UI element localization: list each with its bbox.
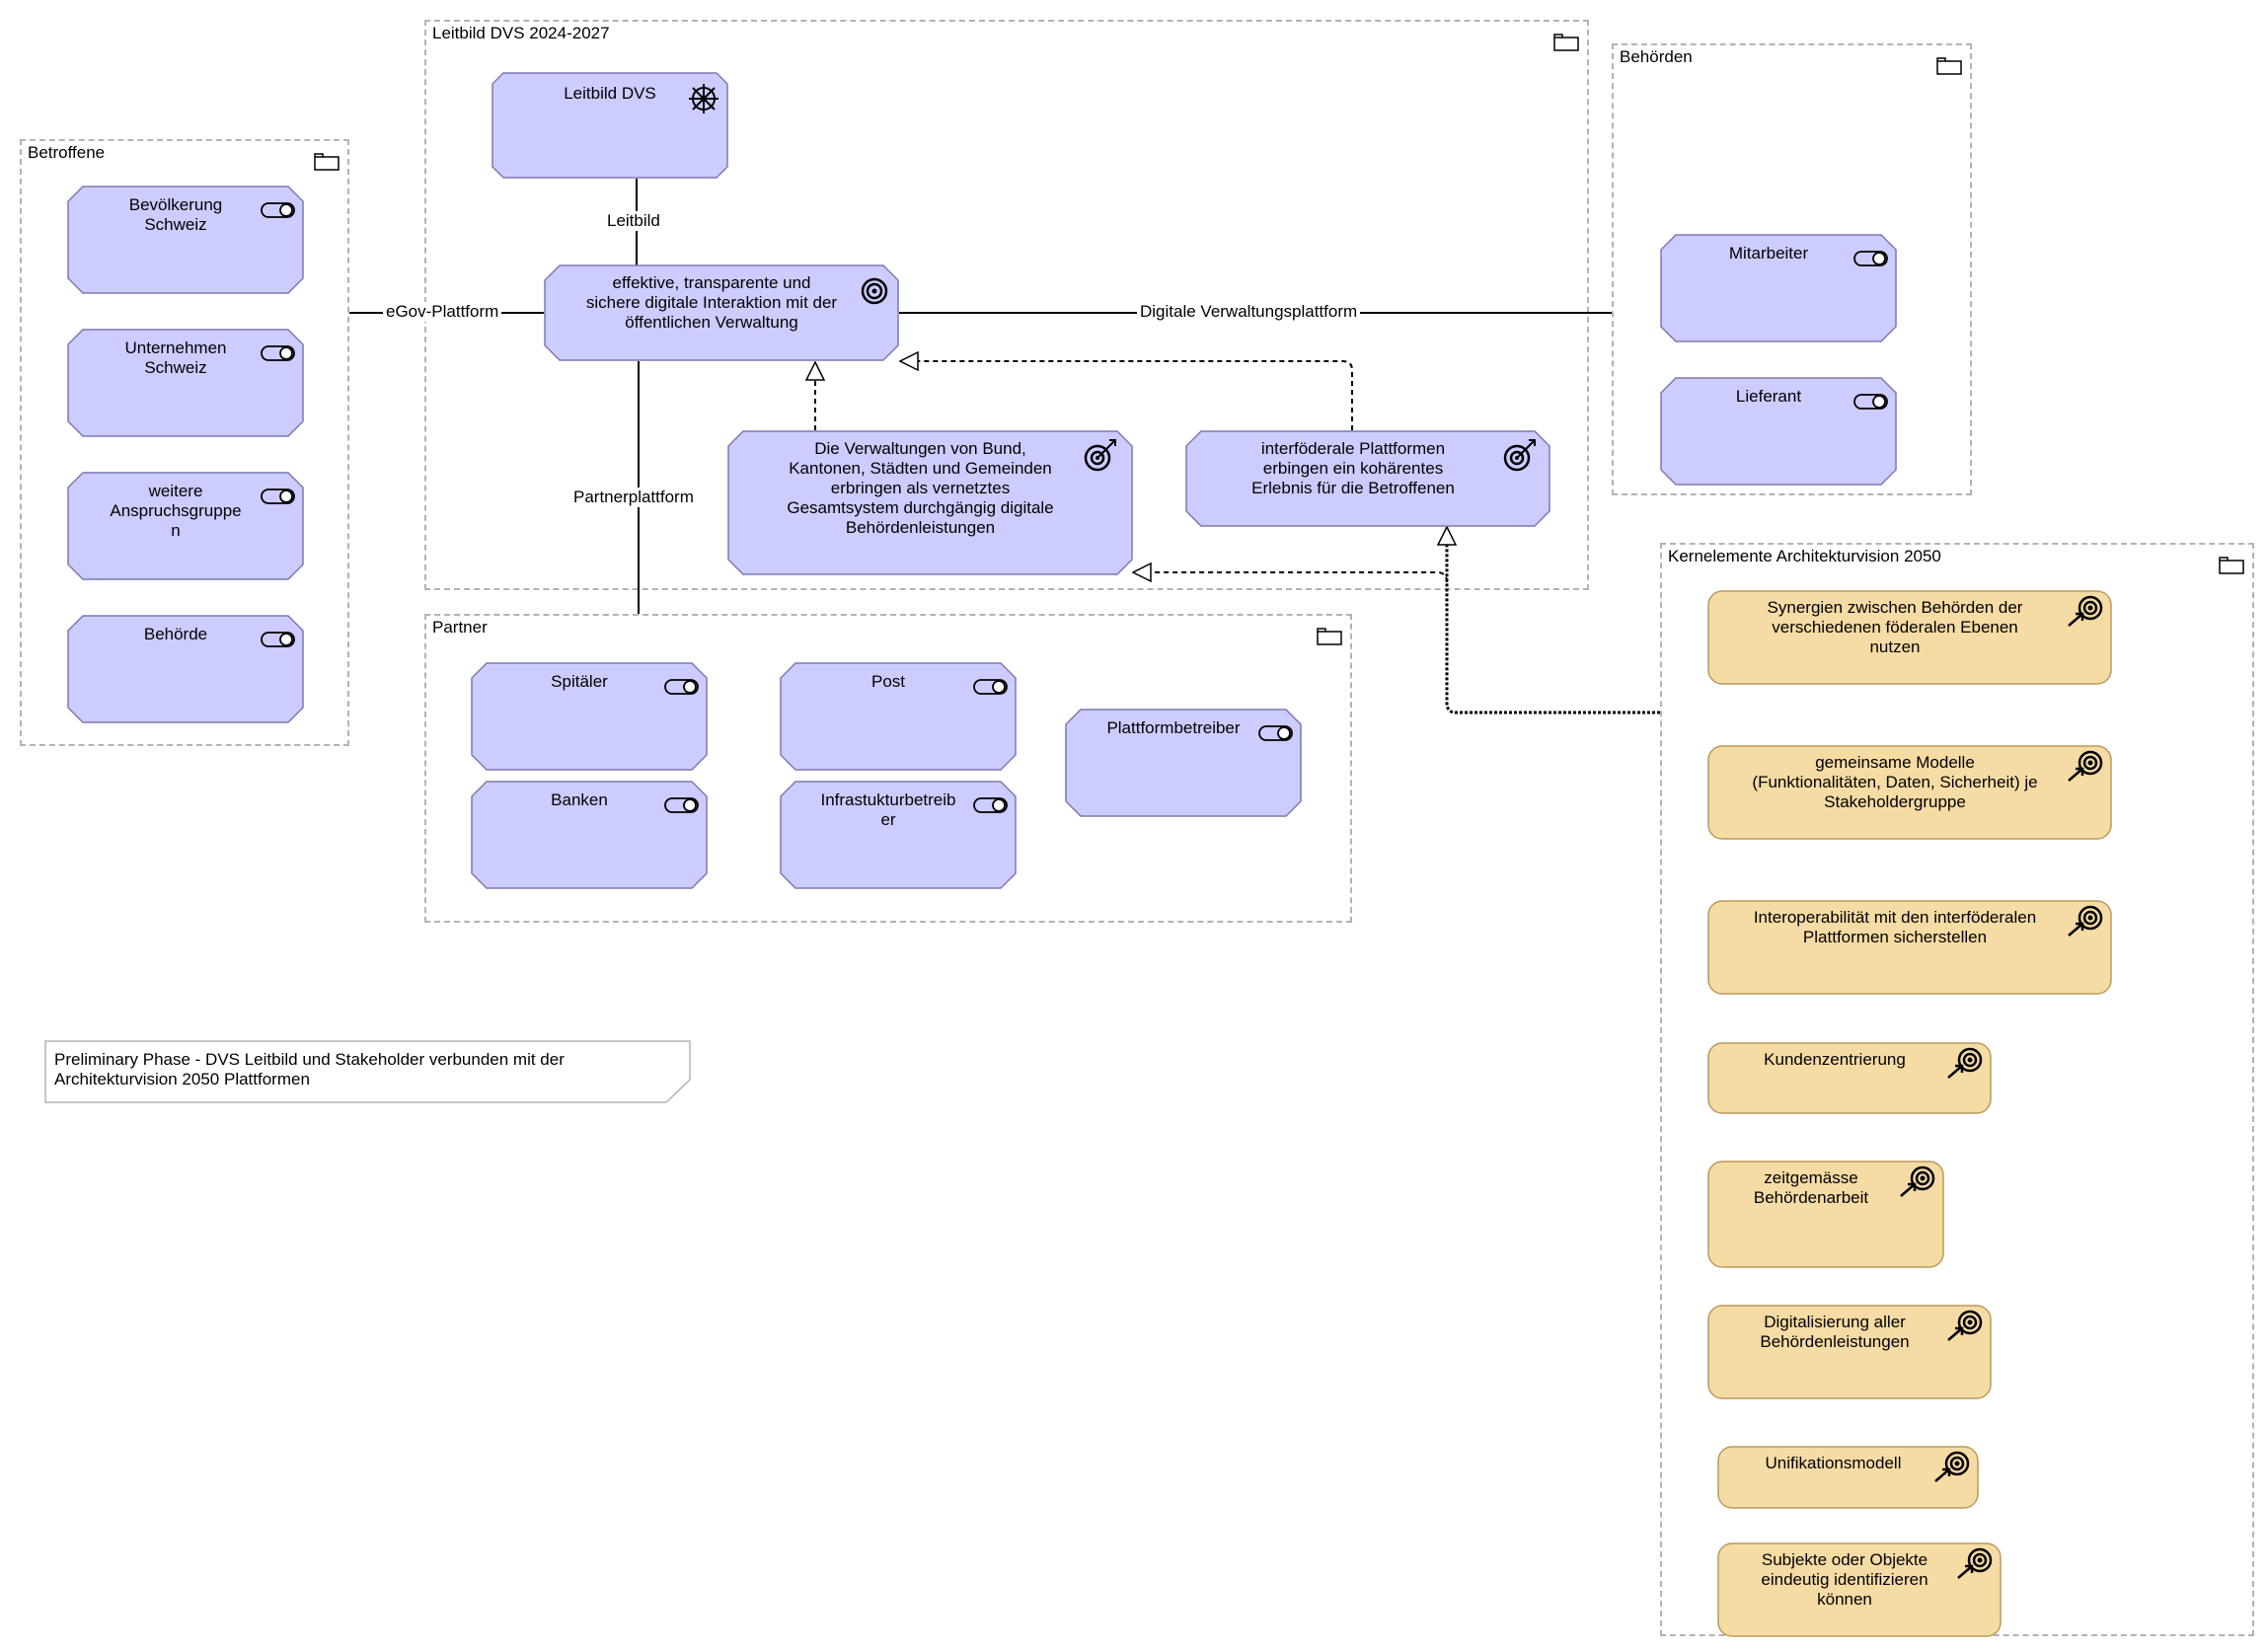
folder-icon [1936, 57, 1962, 75]
group-title: Partner [432, 618, 488, 637]
group-title: Leitbild DVS 2024-2027 [432, 24, 610, 42]
principle-8[interactable]: Subjekte oder Objekte eindeutig identifi… [1717, 1542, 2002, 1637]
node-label: gemeinsame Modelle (Funktionalitäten, Da… [1752, 753, 2038, 811]
group-title: Betroffene [28, 143, 106, 162]
actor-unternehmen[interactable]: Unternehmen Schweiz [67, 329, 304, 437]
actor-bevoelkerung[interactable]: Bevölkerung Schweiz [67, 186, 304, 294]
group-betroffene[interactable]: Betroffene [20, 139, 349, 746]
principle-1[interactable]: Synergien zwischen Behörden der verschie… [1707, 590, 2112, 685]
group-partner[interactable]: Partner [424, 614, 1352, 923]
edge-kernelemente-interfoederal [1447, 527, 1660, 714]
principle-target-icon [1900, 1165, 1935, 1197]
role-toggle-icon [1853, 394, 1888, 410]
edge-label-digitale: Digitale Verwaltungsplattform [1137, 302, 1361, 322]
principle-5[interactable]: zeitgemässe Behördenarbeit [1707, 1161, 1944, 1268]
principle-target-icon [2068, 750, 2103, 782]
node-label: effektive, transparente und sichere digi… [585, 273, 838, 332]
outcome-interfoederal[interactable]: interföderale Plattformen erbingen ein k… [1185, 430, 1550, 527]
actor-behoerde[interactable]: Behörde [67, 615, 304, 723]
edge-label-leitbild: Leitbild [604, 211, 663, 231]
role-toggle-icon [664, 679, 699, 695]
role-toggle-icon [261, 488, 295, 504]
role-toggle-icon [664, 797, 699, 813]
principle-6[interactable]: Digitalisierung aller Behördenleistungen [1707, 1305, 1992, 1399]
node-label: Banken [551, 790, 608, 809]
folder-icon [1317, 628, 1342, 645]
node-label: Digitalisierung aller Behördenleistungen [1760, 1313, 1910, 1351]
principle-2[interactable]: gemeinsame Modelle (Funktionalitäten, Da… [1707, 745, 2112, 840]
node-label: Post [870, 672, 906, 691]
node-label: Spitäler [551, 672, 608, 691]
note-text: Preliminary Phase - DVS Leitbild und Sta… [54, 1050, 565, 1089]
driver-leitbild-dvs[interactable]: Leitbild DVS [491, 72, 728, 179]
node-label: Interoperabilität mit den interföderalen… [1753, 908, 2037, 946]
goal-target-icon [861, 277, 888, 305]
group-title: Behörden [1620, 47, 1693, 66]
node-label: Bevölkerung Schweiz [128, 195, 223, 234]
node-label: Subjekte oder Objekte eindeutig identifi… [1761, 1550, 1928, 1609]
node-label: Lieferant [1735, 387, 1802, 406]
actor-post[interactable]: Post [780, 662, 1017, 771]
node-label: weitere Anspruchsgruppe n [110, 482, 242, 540]
outcome-arrow-target-icon [1084, 439, 1116, 472]
actor-plattformbetreiber[interactable]: Plattformbetreiber [1065, 709, 1302, 817]
folder-icon [314, 153, 340, 171]
node-label: Mitarbeiter [1728, 244, 1809, 263]
actor-lieferant[interactable]: Lieferant [1660, 377, 1897, 486]
node-label: Synergien zwischen Behörden der verschie… [1767, 598, 2023, 656]
node-label: Unifikationsmodell [1765, 1454, 1902, 1472]
folder-icon [2219, 557, 2244, 574]
group-behoerden[interactable]: Behörden [1612, 43, 1972, 495]
role-toggle-icon [261, 202, 295, 218]
diagram-note: Preliminary Phase - DVS Leitbild und Sta… [44, 1040, 691, 1103]
principle-target-icon [1947, 1047, 1983, 1079]
role-toggle-icon [973, 679, 1008, 695]
actor-banken[interactable]: Banken [471, 781, 708, 889]
role-toggle-icon [261, 632, 295, 647]
node-label: Infrastukturbetreib er [820, 790, 956, 829]
actor-mitarbeiter[interactable]: Mitarbeiter [1660, 234, 1897, 342]
goal-effektive-interaktion[interactable]: effektive, transparente und sichere digi… [544, 264, 899, 361]
actor-spitaeler[interactable]: Spitäler [471, 662, 708, 771]
role-toggle-icon [261, 345, 295, 361]
edge-realization-interfoederal [900, 361, 1353, 430]
outcome-arrow-target-icon [1503, 439, 1536, 472]
edge-kernelemente-verwaltungen [1133, 572, 1448, 583]
principle-7[interactable]: Unifikationsmodell [1717, 1446, 1979, 1509]
principle-target-icon [2068, 905, 2103, 937]
node-label: Kundenzentrierung [1764, 1050, 1906, 1069]
edge-label-partner: Partnerplattform [570, 488, 697, 507]
folder-icon [1553, 34, 1579, 51]
role-toggle-icon [1258, 725, 1293, 741]
node-label: zeitgemässe Behördenarbeit [1753, 1168, 1869, 1207]
principle-target-icon [1934, 1451, 1970, 1482]
principle-target-icon [1957, 1547, 1993, 1579]
edge-label-egov: eGov-Plattform [383, 302, 502, 322]
node-label: Unternehmen Schweiz [124, 338, 227, 377]
driver-wheel-icon [689, 84, 718, 113]
node-label: Leitbild DVS [564, 84, 656, 103]
group-title: Kernelemente Architekturvision 2050 [1668, 547, 1941, 565]
node-label: Plattformbetreiber [1106, 718, 1241, 737]
node-label: interföderale Plattformen erbingen ein k… [1251, 439, 1455, 497]
actor-infrastruktur[interactable]: Infrastukturbetreib er [780, 781, 1017, 889]
principle-target-icon [2068, 595, 2103, 627]
actor-weitere[interactable]: weitere Anspruchsgruppe n [67, 472, 304, 580]
node-label: Behörde [143, 625, 208, 643]
node-label: Die Verwaltungen von Bund, Kantonen, Stä… [787, 439, 1054, 537]
role-toggle-icon [1853, 251, 1888, 266]
principle-3[interactable]: Interoperabilität mit den interföderalen… [1707, 900, 2112, 995]
role-toggle-icon [973, 797, 1008, 813]
outcome-verwaltungen[interactable]: Die Verwaltungen von Bund, Kantonen, Stä… [727, 430, 1133, 575]
principle-target-icon [1947, 1310, 1983, 1341]
principle-4[interactable]: Kundenzentrierung [1707, 1042, 1992, 1114]
